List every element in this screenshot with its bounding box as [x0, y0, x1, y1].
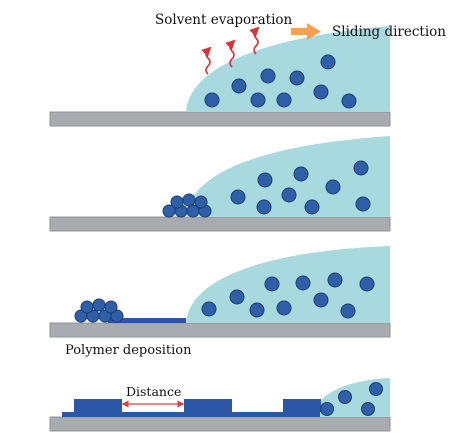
- panel-1: Solvent evaporation Sliding direction: [49, 12, 446, 127]
- particle: [325, 179, 341, 195]
- substrate: [49, 416, 391, 432]
- particle: [276, 300, 292, 316]
- particle-group: [201, 272, 375, 319]
- particle: [264, 276, 280, 292]
- polymer-stripe: [184, 399, 232, 412]
- particle: [361, 402, 375, 416]
- particle: [257, 172, 273, 188]
- panel-2: [49, 136, 391, 232]
- particle: [260, 68, 276, 84]
- polymer-thin-film: [62, 412, 320, 417]
- particle: [341, 93, 357, 109]
- particle: [110, 309, 124, 323]
- particle: [229, 289, 245, 305]
- particle: [204, 92, 220, 108]
- particle: [201, 301, 217, 317]
- substrate: [49, 111, 391, 127]
- particle: [289, 70, 305, 86]
- particle: [256, 199, 272, 215]
- polymer-cluster: [162, 193, 212, 218]
- panel-4: Distance: [49, 378, 391, 432]
- particle: [182, 193, 196, 207]
- particle: [313, 84, 329, 100]
- particle: [80, 300, 94, 314]
- polymer-film: [108, 318, 186, 323]
- distance-label: Distance: [126, 384, 181, 399]
- particle: [293, 166, 309, 182]
- particle: [340, 303, 356, 319]
- particle: [230, 189, 246, 205]
- particle: [304, 199, 320, 215]
- substrate: [49, 322, 391, 338]
- particle: [281, 187, 297, 203]
- polymer-deposition-label: Polymer deposition: [65, 343, 192, 358]
- particle: [338, 390, 352, 404]
- particle: [355, 196, 371, 212]
- particle: [231, 78, 247, 94]
- particle: [92, 298, 106, 312]
- solvent-evaporation-label: Solvent evaporation: [155, 12, 293, 28]
- substrate: [49, 216, 391, 232]
- particle: [320, 402, 334, 416]
- particle-group: [204, 54, 357, 109]
- vapor-icon: [201, 26, 260, 75]
- polymer-stripe: [74, 399, 122, 412]
- particle-group: [230, 160, 371, 215]
- particle: [170, 195, 184, 209]
- particle: [369, 382, 383, 396]
- particle: [359, 276, 375, 292]
- polymer-cluster: [74, 298, 124, 323]
- particle: [320, 54, 336, 70]
- particle: [250, 92, 266, 108]
- particle: [249, 302, 265, 318]
- panel-3: [49, 246, 391, 338]
- particle: [194, 195, 208, 209]
- particle: [276, 92, 292, 108]
- sliding-direction-arrow-icon: [291, 23, 321, 40]
- particle: [104, 300, 118, 314]
- particle-group: [320, 382, 383, 416]
- polymer-stripe: [283, 399, 321, 412]
- sliding-direction-label: Sliding direction: [332, 24, 446, 40]
- particle: [295, 275, 311, 291]
- particle: [313, 292, 329, 308]
- particle: [353, 160, 369, 176]
- particle: [327, 272, 343, 288]
